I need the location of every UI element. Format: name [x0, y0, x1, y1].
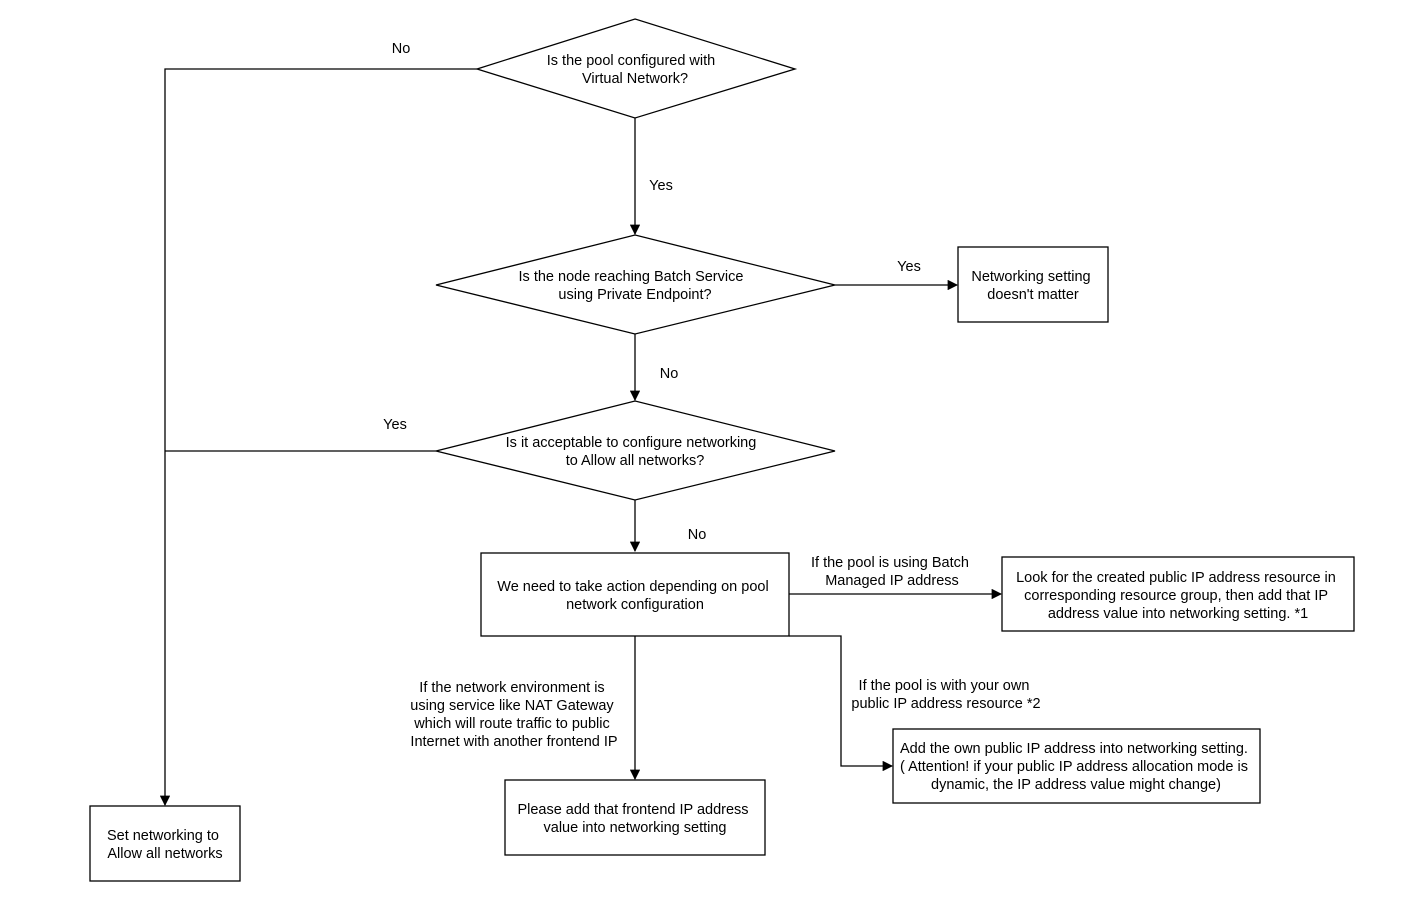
- result-frontend-ip: [504, 779, 766, 856]
- decision-private-endpoint-text: Is the node reaching Batch Service using…: [519, 269, 748, 303]
- edge-label-own-ip-line: public IP address resource *2: [851, 696, 1040, 712]
- decision-vnet: [474, 18, 798, 119]
- result-batch-managed-ip-line: address value into networking setting. *…: [1048, 606, 1308, 622]
- result-frontend-ip-line: value into networking setting: [544, 820, 727, 836]
- edge-label-vnet-no: No: [392, 41, 411, 57]
- edge-label-nat-gateway: If the network environment is using serv…: [410, 680, 617, 750]
- edges: [159, 68, 1003, 807]
- edge-label-nat-gateway-line: using service like NAT Gateway: [410, 698, 614, 714]
- result-frontend-ip-text: Please add that frontend IP address valu…: [517, 802, 752, 836]
- edge-label-pe-no: No: [660, 366, 679, 382]
- edge-label-nat-gateway-line: which will route traffic to public: [413, 716, 610, 732]
- edge-label-pe-yes: Yes: [897, 259, 921, 275]
- node-texts: Is the pool configured with Virtual Netw…: [107, 53, 1340, 862]
- decision-allow-all: [435, 400, 836, 501]
- decision-vnet-line: Virtual Network?: [582, 71, 688, 87]
- edge-label-vnet-yes: Yes: [649, 178, 673, 194]
- result-batch-managed-ip-text: Look for the created public IP address r…: [1016, 570, 1340, 622]
- edge-label-allow-no: No: [688, 527, 707, 543]
- shapes: [89, 18, 1355, 882]
- edge-label-batch-managed: If the pool is using Batch Managed IP ad…: [811, 555, 973, 589]
- result-frontend-ip-line: Please add that frontend IP address: [517, 802, 748, 818]
- result-own-ip-line: Add the own public IP address into netwo…: [900, 741, 1248, 757]
- edge-own-ip: [789, 635, 894, 772]
- action-needed-box: [480, 552, 790, 637]
- decision-allow-all-line: to Allow all networks?: [566, 453, 705, 469]
- result-allow-all: [89, 805, 241, 882]
- edge-label-own-ip-line: If the pool is with your own: [859, 678, 1030, 694]
- decision-vnet-line: Is the pool configured with: [547, 53, 715, 69]
- result-own-ip-line: dynamic, the IP address value might chan…: [931, 777, 1221, 793]
- decision-vnet-text: Is the pool configured with Virtual Netw…: [547, 53, 720, 87]
- result-setting-no-matter-text: Networking setting doesn't matter: [971, 269, 1094, 303]
- edge-labels: No Yes Yes No Yes No If the pool is usin…: [383, 41, 1040, 750]
- result-allow-all-line: Set networking to: [107, 828, 219, 844]
- result-own-ip-text: Add the own public IP address into netwo…: [900, 741, 1252, 793]
- decision-private-endpoint-line: using Private Endpoint?: [558, 287, 711, 303]
- edge-label-own-ip: If the pool is with your own public IP a…: [851, 678, 1040, 712]
- decision-allow-all-text: Is it acceptable to configure networking…: [506, 435, 761, 469]
- result-setting-no-matter: [957, 246, 1109, 323]
- result-batch-managed-ip-line: Look for the created public IP address r…: [1016, 570, 1336, 586]
- edge-label-batch-managed-line: If the pool is using Batch: [811, 555, 969, 571]
- result-allow-all-text: Set networking to Allow all networks: [107, 828, 223, 862]
- result-own-ip: [892, 728, 1261, 804]
- result-allow-all-line: Allow all networks: [107, 846, 222, 862]
- edge-vnet-no: [159, 68, 477, 807]
- decision-allow-all-line: Is it acceptable to configure networking: [506, 435, 757, 451]
- result-setting-no-matter-line: doesn't matter: [987, 287, 1079, 303]
- edge-label-batch-managed-line: Managed IP address: [825, 573, 959, 589]
- result-setting-no-matter-line: Networking setting: [971, 269, 1090, 285]
- result-batch-managed-ip: [1001, 556, 1355, 632]
- edge-label-nat-gateway-line: Internet with another frontend IP: [410, 734, 617, 750]
- result-batch-managed-ip-line: corresponding resource group, then add t…: [1024, 588, 1328, 604]
- action-needed-line: We need to take action depending on pool: [497, 579, 768, 595]
- decision-private-endpoint: [435, 234, 836, 335]
- action-needed-text: We need to take action depending on pool…: [497, 579, 772, 613]
- action-needed-line: network configuration: [566, 597, 704, 613]
- decision-private-endpoint-line: Is the node reaching Batch Service: [519, 269, 744, 285]
- edge-label-allow-yes: Yes: [383, 417, 407, 433]
- result-own-ip-line: ( Attention! if your public IP address a…: [900, 759, 1248, 775]
- edge-label-nat-gateway-line: If the network environment is: [419, 680, 604, 696]
